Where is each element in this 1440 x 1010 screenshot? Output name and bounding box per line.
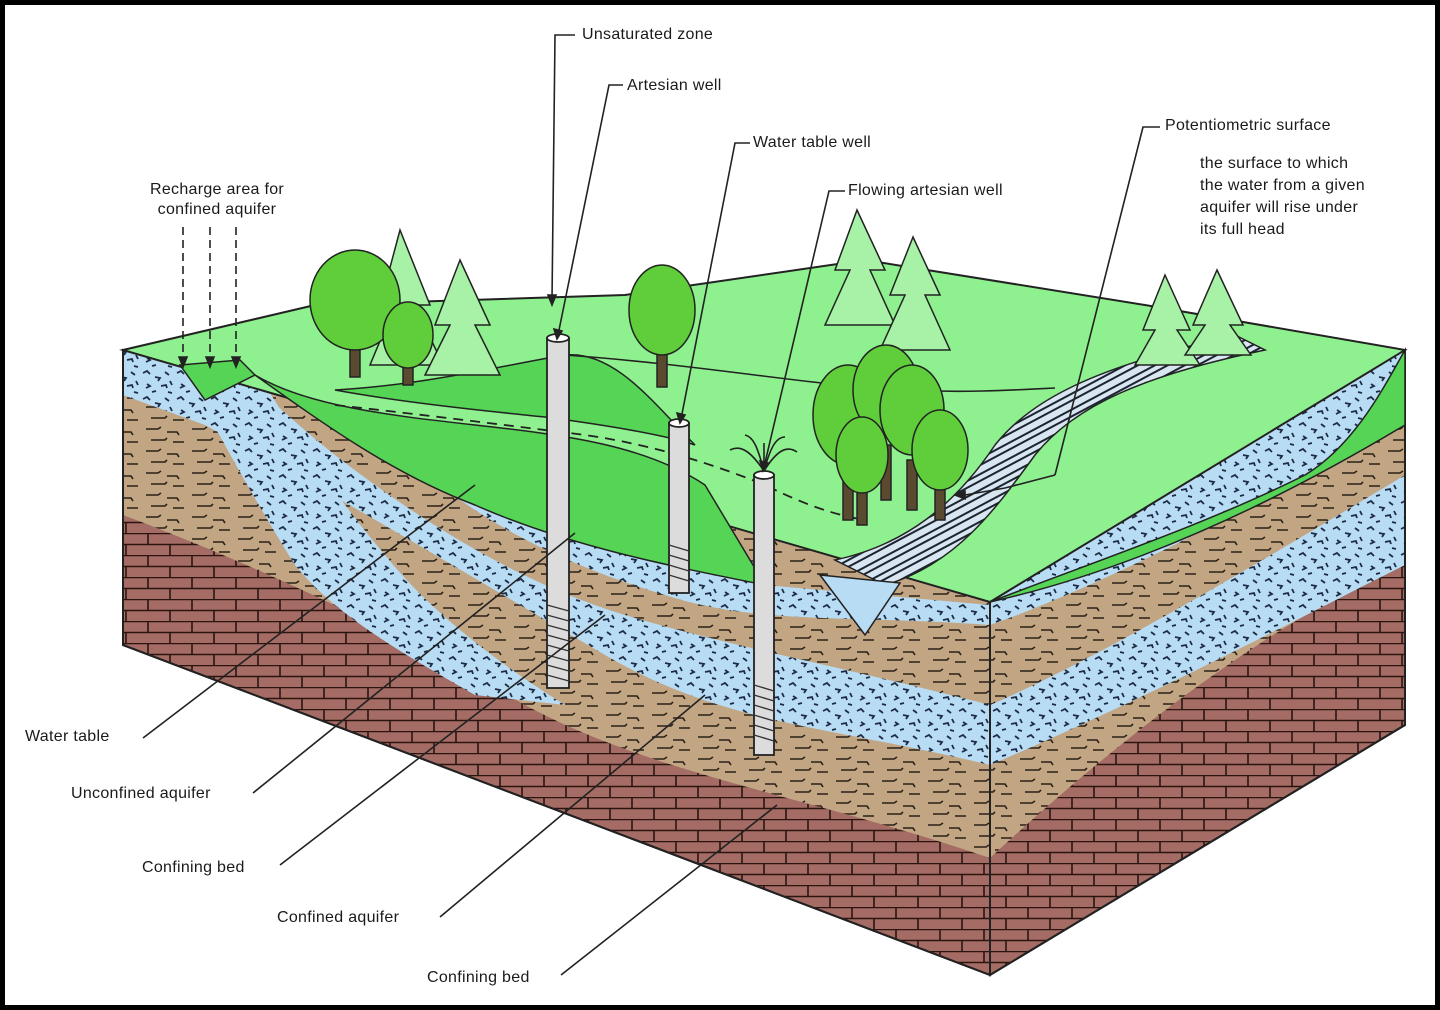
label-water-table: Water table [25, 728, 110, 745]
label-potentiometric-surface: Potentiometric surface [1165, 117, 1331, 134]
recharge-line-2: confined aquifer [157, 201, 277, 218]
label-unconfined-aquifer: Unconfined aquifer [71, 785, 211, 802]
label-confining-bed-lower: Confining bed [427, 969, 530, 986]
label-confining-bed-upper: Confining bed [142, 859, 245, 876]
label-artesian-well: Artesian well [627, 77, 722, 94]
label-flowing-artesian-well: Flowing artesian well [848, 182, 1003, 199]
label-recharge-area: Recharge area for confined aquifer [117, 180, 317, 220]
potentiometric-note-line-1: the surface to which [1200, 155, 1349, 172]
label-confined-aquifer: Confined aquifer [277, 909, 400, 926]
potentiometric-note-line-2: the water from a given [1200, 177, 1365, 194]
label-unsaturated-zone: Unsaturated zone [582, 26, 714, 43]
potentiometric-note: the surface to which the water from a gi… [1200, 153, 1430, 241]
groundwater-block-diagram [119, 34, 1408, 977]
potentiometric-note-line-4: its full head [1200, 221, 1285, 238]
label-water-table-well: Water table well [753, 134, 872, 151]
potentiometric-note-line-3: aquifer will rise under [1200, 199, 1359, 216]
diagram-frame: Unsaturated zone Artesian well Water tab… [5, 5, 1435, 1005]
recharge-line-1: Recharge area for [149, 181, 285, 198]
